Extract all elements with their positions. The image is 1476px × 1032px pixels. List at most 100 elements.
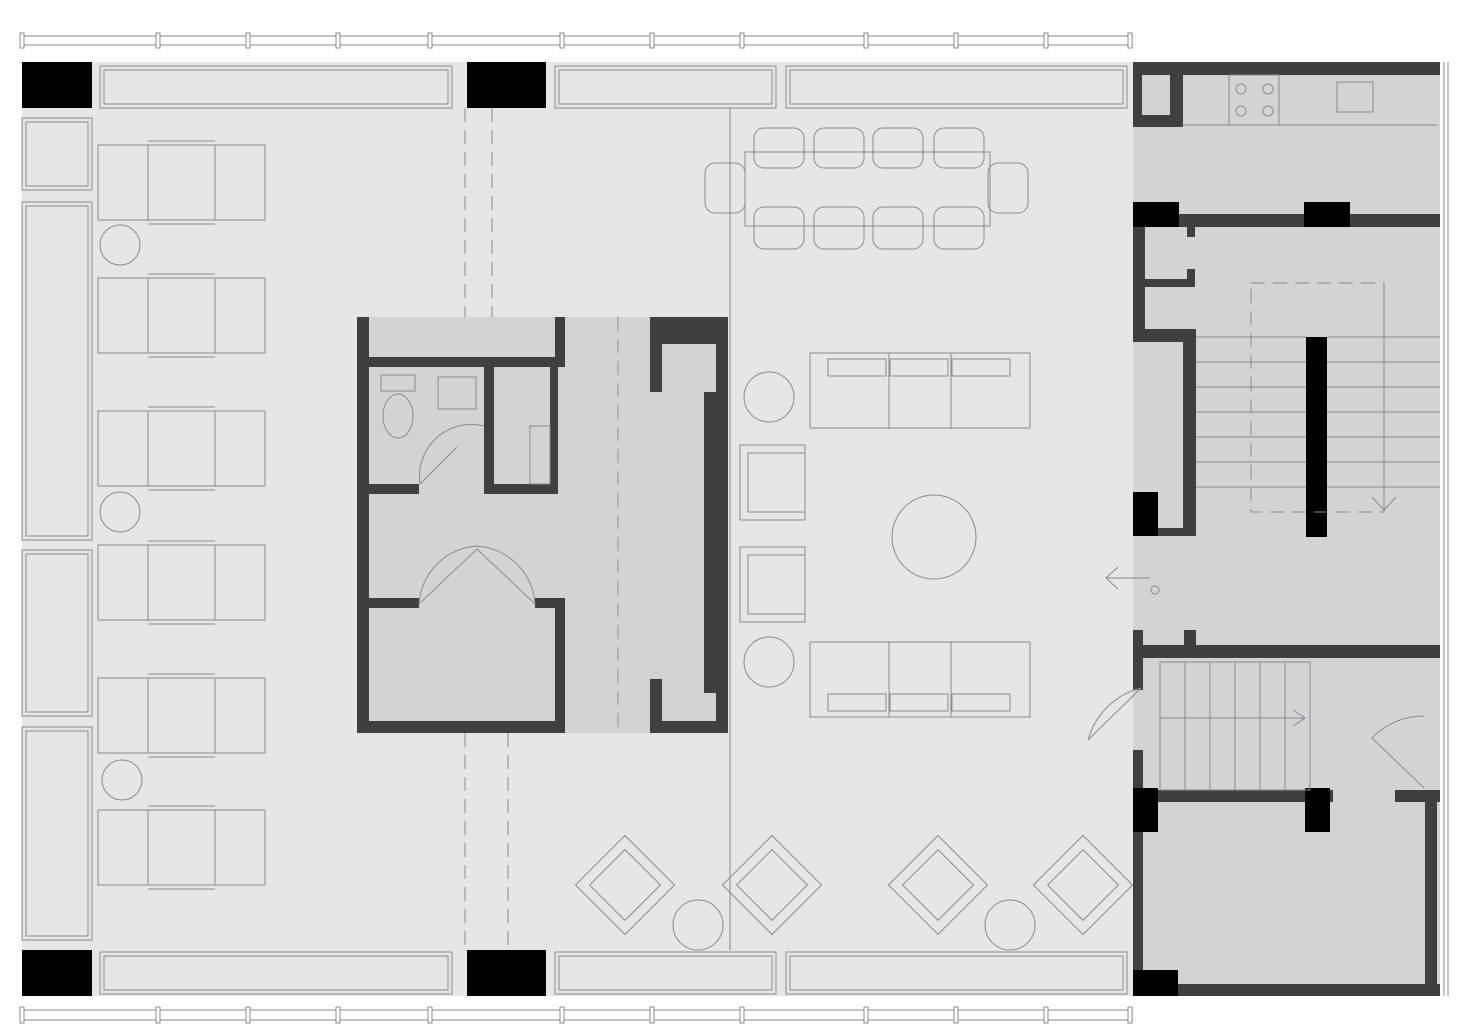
window-mullion (1127, 1006, 1133, 1024)
bench-cushion (558, 955, 773, 991)
window-mullion (1043, 1006, 1049, 1024)
sofa-cushion (827, 358, 887, 377)
window-mullion (1043, 32, 1049, 49)
stair-arrow-icon (1160, 709, 1306, 727)
desk-divider (147, 277, 216, 354)
dining-chair (704, 162, 746, 214)
lounge-chair (721, 834, 823, 936)
window-mullion (335, 32, 341, 49)
core-walls (357, 317, 728, 733)
bench-cushion (103, 955, 449, 991)
door-swing (1087, 687, 1142, 741)
dining-chair (753, 206, 805, 250)
bench (99, 65, 453, 109)
bench-cushion (789, 955, 1124, 991)
window-mullion (245, 32, 251, 49)
desk-divider (147, 144, 216, 221)
lounge-chair-frame (1032, 834, 1134, 936)
lounge-chair (574, 834, 676, 936)
desk-divider (147, 410, 216, 487)
sofa-cushion (827, 693, 887, 712)
sofa (809, 352, 1031, 429)
bench-cushion (25, 553, 89, 713)
door-swing (418, 423, 485, 485)
dining-chair (813, 127, 865, 169)
desk-pair (97, 673, 266, 758)
dining-chair (872, 127, 924, 169)
window-benches (21, 65, 1128, 995)
side-table (672, 899, 724, 951)
dining-chair (753, 127, 805, 169)
window-mullion (427, 1006, 433, 1024)
armchair-seat (747, 554, 806, 615)
sofa (809, 641, 1031, 718)
sink-icon (437, 376, 477, 410)
bench-cushion (25, 205, 89, 537)
armchair-seat (747, 452, 806, 513)
door-swing (1371, 715, 1425, 789)
exit-arrow-icon (1105, 566, 1150, 590)
stair-arrow-icon (1371, 290, 1397, 511)
bench-cushion (789, 69, 1124, 105)
window-mullion (335, 1006, 341, 1024)
lounge-chair-seat (1046, 848, 1120, 922)
window-mullion (953, 1006, 959, 1024)
window-mullion (19, 32, 25, 49)
bench (785, 951, 1128, 995)
furniture (97, 127, 1134, 951)
window-mullion (427, 32, 433, 49)
sofa-cushion (889, 358, 949, 377)
bench (554, 951, 777, 995)
window-mullion (863, 1006, 869, 1024)
window-mullion (863, 32, 869, 49)
window-lines (19, 32, 1449, 1024)
kitchen-counter (1183, 74, 1437, 126)
stove-icon (1228, 74, 1280, 126)
bench-cushion (103, 69, 449, 105)
stool (99, 491, 141, 533)
kitchen-floor (1133, 62, 1440, 215)
window-mullion (739, 1006, 745, 1024)
window-mullion (649, 1006, 655, 1024)
sofa-frame (809, 641, 1031, 718)
window-mullion (19, 1006, 25, 1024)
lounge-chair-frame (721, 834, 823, 936)
lounge-chair (1032, 834, 1134, 936)
bench (21, 201, 93, 541)
window-mullion (155, 32, 161, 49)
window-mullion (649, 32, 655, 49)
stair-run (1159, 661, 1311, 791)
stairs (1159, 282, 1440, 791)
cabinet (529, 425, 551, 485)
window-mullion (953, 32, 959, 49)
desk-divider (147, 809, 216, 886)
side-table (743, 636, 795, 688)
sofa-cushion (951, 693, 1011, 712)
lounge-chair-frame (887, 834, 989, 936)
toilet-icon (380, 374, 416, 392)
bench-cushion (558, 69, 773, 105)
window-mullion (739, 32, 745, 49)
desk-pair (97, 406, 266, 491)
desk-pair (97, 140, 266, 225)
lounge-chair-seat (901, 848, 975, 922)
bench (554, 65, 777, 109)
bench (99, 951, 453, 995)
sofa-frame (809, 352, 1031, 429)
stool (99, 224, 141, 266)
lounge-chair-frame (574, 834, 676, 936)
sofa-cushion (889, 693, 949, 712)
bench (21, 726, 93, 941)
desk-pair (97, 540, 266, 625)
desk-pair (97, 805, 266, 890)
dining-chair (933, 127, 985, 169)
stool (101, 759, 143, 801)
sink-icon (1336, 81, 1374, 113)
desk-pair (97, 273, 266, 358)
bench-cushion (25, 730, 89, 937)
service-walls (1133, 62, 1440, 996)
desk-divider (147, 544, 216, 621)
bench (785, 65, 1128, 109)
bench (21, 117, 93, 191)
dining-chair (813, 206, 865, 250)
